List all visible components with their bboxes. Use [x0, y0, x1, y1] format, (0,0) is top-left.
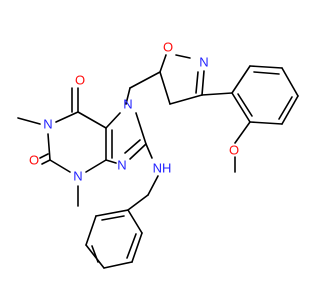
bond-c5-ch2	[129, 71, 161, 89]
bond-c4p-n9	[105, 159, 117, 164]
bond-ph2-ph3-inner	[126, 233, 137, 259]
bond-c3-n2-double	[195, 71, 199, 94]
bond-n1-c2	[47, 133, 51, 161]
bond-c2-o-double	[39, 153, 49, 159]
bond-n1-ch3	[17, 117, 41, 125]
bond-nh-ch2	[147, 175, 159, 196]
bond-ar2-ar3	[249, 65, 283, 69]
bond-ph6-ph1-inner	[101, 215, 125, 221]
bond-c8-nh	[145, 143, 153, 159]
bond-ph2-ph3	[131, 232, 143, 263]
bond-ar3-ar4	[281, 67, 299, 97]
atom-n7: N	[123, 97, 132, 112]
bond-ar4-ar5	[281, 95, 299, 125]
bond-ch2-n7	[125, 87, 131, 105]
atom-o-methoxy: O	[229, 143, 239, 158]
atom-n-isoxazoline: N	[199, 55, 208, 70]
bond-n3-c4p	[85, 159, 107, 173]
bond-ar5-ar6	[249, 121, 283, 125]
bond-o1-c5	[159, 54, 167, 73]
bond-n7-c5p	[105, 112, 121, 129]
bond-ar6-ar1-inner	[237, 93, 253, 117]
atom-n1: N	[43, 117, 52, 132]
atom-o-carbonyl-6: O	[75, 73, 85, 88]
bond-c3-aryl	[201, 92, 233, 96]
bond-ch2-ph	[127, 194, 149, 211]
atom-n3: N	[73, 169, 82, 184]
bond-ph5-ph6	[85, 215, 97, 246]
bond-ar2-ar3-inner	[253, 71, 280, 75]
atom-o-isoxazoline: O	[163, 40, 173, 55]
atom-nh-benzylamino: NH	[153, 161, 172, 176]
bond-n2-o1	[175, 54, 191, 59]
bond-n9-c8-inner	[124, 139, 141, 154]
bond-ph4-ph5-inner	[91, 245, 99, 263]
bond-n9-c8	[129, 143, 147, 160]
bond-c2-n3	[49, 159, 71, 173]
bond-c5-c4	[159, 71, 171, 105]
bond-ar1-ar2	[231, 65, 251, 94]
bond-ph4-ph5	[85, 244, 105, 269]
bond-c2-o	[41, 159, 51, 165]
bonds	[17, 54, 299, 269]
bond-ph6-ph1	[95, 209, 129, 217]
bond-ar4-ar5-inner	[278, 96, 293, 120]
bond-c4-c3	[169, 94, 203, 105]
atom-o-carbonyl-2: O	[29, 153, 39, 168]
bond-ar6-ar1	[231, 92, 251, 123]
bond-c6-n1	[55, 111, 79, 123]
bond-ph1-ph2	[127, 209, 143, 234]
bond-c8-n7	[135, 112, 147, 145]
bond-ar6-o	[234, 121, 251, 144]
atom-n9: N	[117, 158, 126, 173]
bond-ph3-ph4	[103, 261, 133, 269]
atom-labels: O N N N N N NH O O O	[29, 40, 239, 184]
bond-c3-n2	[201, 70, 205, 96]
bond-c5p-c6	[77, 111, 107, 129]
molecule-structure-diagram: O N N N N N NH O O O	[17, 40, 299, 269]
